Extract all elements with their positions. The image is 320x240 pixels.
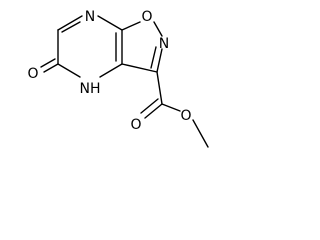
atom-n-top: N xyxy=(85,9,95,25)
bond-c-keto-o-double-a xyxy=(43,63,59,73)
bond-n-top-c-junction xyxy=(97,15,123,31)
bond-o-ring-n-ring xyxy=(153,21,163,37)
atom-o-ester: O xyxy=(130,117,141,133)
bond-nh-c-bridge xyxy=(99,63,123,78)
bond-c-carbonyl-o-methoxy xyxy=(161,103,181,112)
bond-n-ring-c-ester-double xyxy=(150,46,157,69)
atom-o-keto: O xyxy=(27,66,38,82)
bond-c-ester-c-carbonyl xyxy=(156,71,163,105)
bond-n-top-c-top xyxy=(57,15,83,31)
atom-label-layer: N O N NH O O O xyxy=(27,9,191,133)
bond-c-carbonyl-o-double-a xyxy=(144,103,163,119)
bond-layer xyxy=(40,15,209,148)
bond-c-carbonyl-o-double-b xyxy=(140,98,159,114)
bond-c-junction-o-ring xyxy=(121,21,141,31)
bond-c-ester-c-bridge xyxy=(121,63,158,73)
bond-o-methoxy-methyl xyxy=(192,119,209,148)
bond-n-ring-c-ester xyxy=(156,48,163,73)
bond-c-keto-nh xyxy=(57,63,81,78)
bond-c-keto-o-double-b xyxy=(40,58,56,68)
atom-n-ring: N xyxy=(159,36,169,52)
bond-n-top-c-top-double xyxy=(61,21,81,33)
chemical-structure-diagram: N O N NH O O O xyxy=(27,9,209,148)
atom-nh: NH xyxy=(80,81,101,97)
atom-o-ring: O xyxy=(141,9,152,25)
atom-o-methoxy: O xyxy=(180,108,191,124)
